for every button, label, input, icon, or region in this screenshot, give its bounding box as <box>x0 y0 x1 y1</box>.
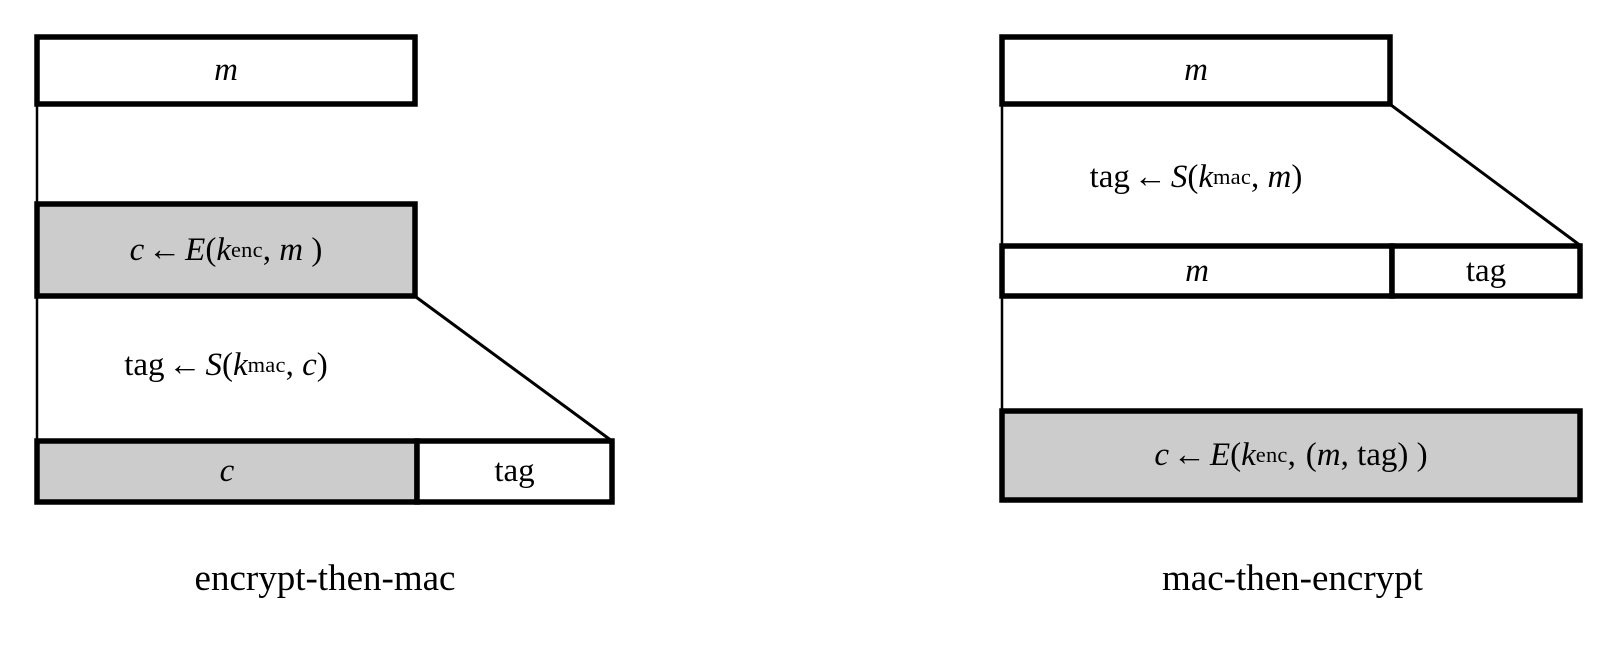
etm-message-label: m <box>214 52 238 88</box>
etm-output-ciphertext-label: c <box>219 453 235 489</box>
mte-diagonal-connector <box>1390 103 1582 248</box>
mte-middle-tag-label: tag <box>1465 252 1507 289</box>
caption-mac-then-encrypt: mac-then-encrypt <box>1162 558 1423 599</box>
etm-output-tag-label: tag <box>494 453 535 489</box>
mte-message-label: m <box>1184 52 1208 88</box>
caption-encrypt-then-mac: encrypt-then-mac <box>194 558 456 599</box>
mte-middle-message-label: m <box>1185 252 1209 289</box>
